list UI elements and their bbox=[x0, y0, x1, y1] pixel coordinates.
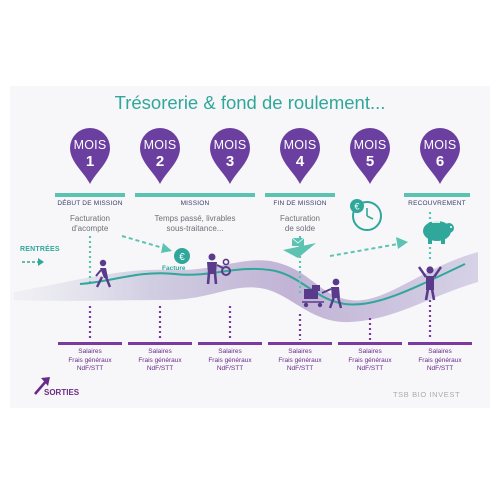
map-pin-icon bbox=[280, 128, 320, 184]
acompte-arrowhead bbox=[161, 243, 172, 253]
paper-plane-icon bbox=[283, 237, 316, 258]
acompte-arrow bbox=[121, 235, 171, 251]
month-word: MOIS bbox=[353, 138, 387, 152]
cost-block-6: Salaires Frais généraux NdF/STT bbox=[408, 348, 472, 374]
phase-label-debut: DÉBUT DE MISSION bbox=[57, 200, 123, 207]
cost-line: NdF/STT bbox=[286, 365, 314, 372]
month-number: 4 bbox=[295, 153, 305, 170]
month-word: MOIS bbox=[213, 138, 247, 152]
map-pin-icon bbox=[210, 128, 250, 184]
cheering-person-icon bbox=[418, 266, 442, 301]
month-pin-2: MOIS 2 bbox=[138, 126, 182, 186]
description-fin: Facturation de solde bbox=[264, 214, 336, 234]
phase-bar-fin bbox=[265, 193, 335, 197]
river-band bbox=[14, 252, 478, 323]
phase-bar-recouvrement bbox=[404, 193, 470, 197]
map-pin-icon bbox=[70, 128, 110, 184]
phase-bar-debut bbox=[55, 193, 125, 197]
cost-line: Salaires bbox=[428, 348, 452, 355]
cash-line bbox=[79, 263, 466, 306]
description-line: d'acompte bbox=[71, 224, 109, 233]
cost-bar-6 bbox=[408, 342, 472, 345]
cost-line: Salaires bbox=[288, 348, 312, 355]
brand-watermark: TSB BIO INVEST bbox=[393, 390, 461, 399]
cost-line: NdF/STT bbox=[216, 365, 244, 372]
month-pin-5: MOIS 5 bbox=[348, 126, 392, 186]
cost-line: Frais généraux bbox=[278, 356, 322, 364]
phase-label-recouvrement: RECOUVREMENT bbox=[408, 200, 466, 207]
description-line: Facturation bbox=[69, 214, 111, 223]
cart-person-icon bbox=[302, 278, 343, 309]
cost-line: Frais généraux bbox=[418, 356, 462, 364]
month-number: 6 bbox=[435, 153, 445, 170]
walking-person-icon bbox=[95, 259, 112, 288]
map-pin-icon bbox=[350, 128, 390, 184]
rentrees-label: RENTRÉES bbox=[20, 246, 60, 253]
cost-bar-4 bbox=[268, 342, 332, 345]
month-number: 1 bbox=[85, 153, 95, 170]
month-number: 2 bbox=[155, 153, 165, 170]
month-pin-6: MOIS 6 bbox=[418, 126, 462, 186]
cost-bar-5 bbox=[338, 342, 402, 345]
sorties-label: SORTIES bbox=[44, 388, 80, 397]
cost-bar-3 bbox=[198, 342, 262, 345]
cost-line: Frais généraux bbox=[348, 356, 392, 364]
facture-label: Facture bbox=[162, 265, 186, 272]
sorties-arrowhead bbox=[41, 377, 50, 386]
solde-arrowhead bbox=[396, 237, 408, 249]
map-pin-icon bbox=[420, 128, 460, 184]
svg-text:€: € bbox=[179, 252, 185, 263]
description-line: de solde bbox=[284, 224, 316, 233]
cost-line: Frais généraux bbox=[138, 356, 182, 364]
month-word: MOIS bbox=[73, 138, 107, 152]
description-line: Temps passé, livrables bbox=[154, 214, 236, 223]
cost-line: NdF/STT bbox=[356, 365, 384, 372]
rentrees-arrowhead bbox=[38, 258, 44, 266]
cost-line: NdF/STT bbox=[76, 365, 104, 372]
month-word: MOIS bbox=[283, 138, 317, 152]
description-line: sous-traitance... bbox=[166, 224, 224, 233]
cost-block-5: Salaires Frais généraux NdF/STT bbox=[338, 348, 402, 374]
cost-block-2: Salaires Frais généraux NdF/STT bbox=[128, 348, 192, 374]
svg-text:€: € bbox=[354, 202, 359, 212]
cost-line: Frais généraux bbox=[68, 356, 112, 364]
cost-line: Salaires bbox=[358, 348, 382, 355]
cost-line: NdF/STT bbox=[146, 365, 174, 372]
worker-gears-icon bbox=[206, 253, 231, 285]
phase-bar-mission bbox=[135, 193, 255, 197]
cost-line: NdF/STT bbox=[426, 365, 454, 372]
month-pin-4: MOIS 4 bbox=[278, 126, 322, 186]
cost-block-4: Salaires Frais généraux NdF/STT bbox=[268, 348, 332, 374]
month-pin-1: MOIS 1 bbox=[68, 126, 112, 186]
phase-label-fin: FIN DE MISSION bbox=[273, 200, 327, 207]
description-line: Facturation bbox=[279, 214, 321, 223]
euro-coin-icon bbox=[174, 248, 190, 264]
description-debut: Facturation d'acompte bbox=[48, 214, 132, 234]
month-pin-3: MOIS 3 bbox=[208, 126, 252, 186]
cost-line: Frais généraux bbox=[208, 356, 252, 364]
solde-arrow bbox=[329, 243, 399, 257]
description-mission: Temps passé, livrables sous-traitance... bbox=[140, 214, 250, 234]
month-word: MOIS bbox=[423, 138, 457, 152]
month-number: 3 bbox=[225, 153, 235, 170]
month-number: 5 bbox=[365, 153, 375, 170]
phase-label-mission: MISSION bbox=[180, 200, 210, 207]
piggy-bank-icon bbox=[423, 221, 454, 244]
map-pin-icon bbox=[140, 128, 180, 184]
cost-block-3: Salaires Frais généraux NdF/STT bbox=[198, 348, 262, 374]
page-title: Trésorerie & fond de roulement... bbox=[114, 92, 386, 113]
month-word: MOIS bbox=[143, 138, 177, 152]
clock-euro-icon: € bbox=[350, 199, 382, 231]
cost-line: Salaires bbox=[218, 348, 242, 355]
cost-block-1: Salaires Frais généraux NdF/STT bbox=[58, 348, 122, 374]
cost-line: Salaires bbox=[148, 348, 172, 355]
cost-bar-2 bbox=[128, 342, 192, 345]
cost-line: Salaires bbox=[78, 348, 102, 355]
cost-bar-1 bbox=[58, 342, 122, 345]
